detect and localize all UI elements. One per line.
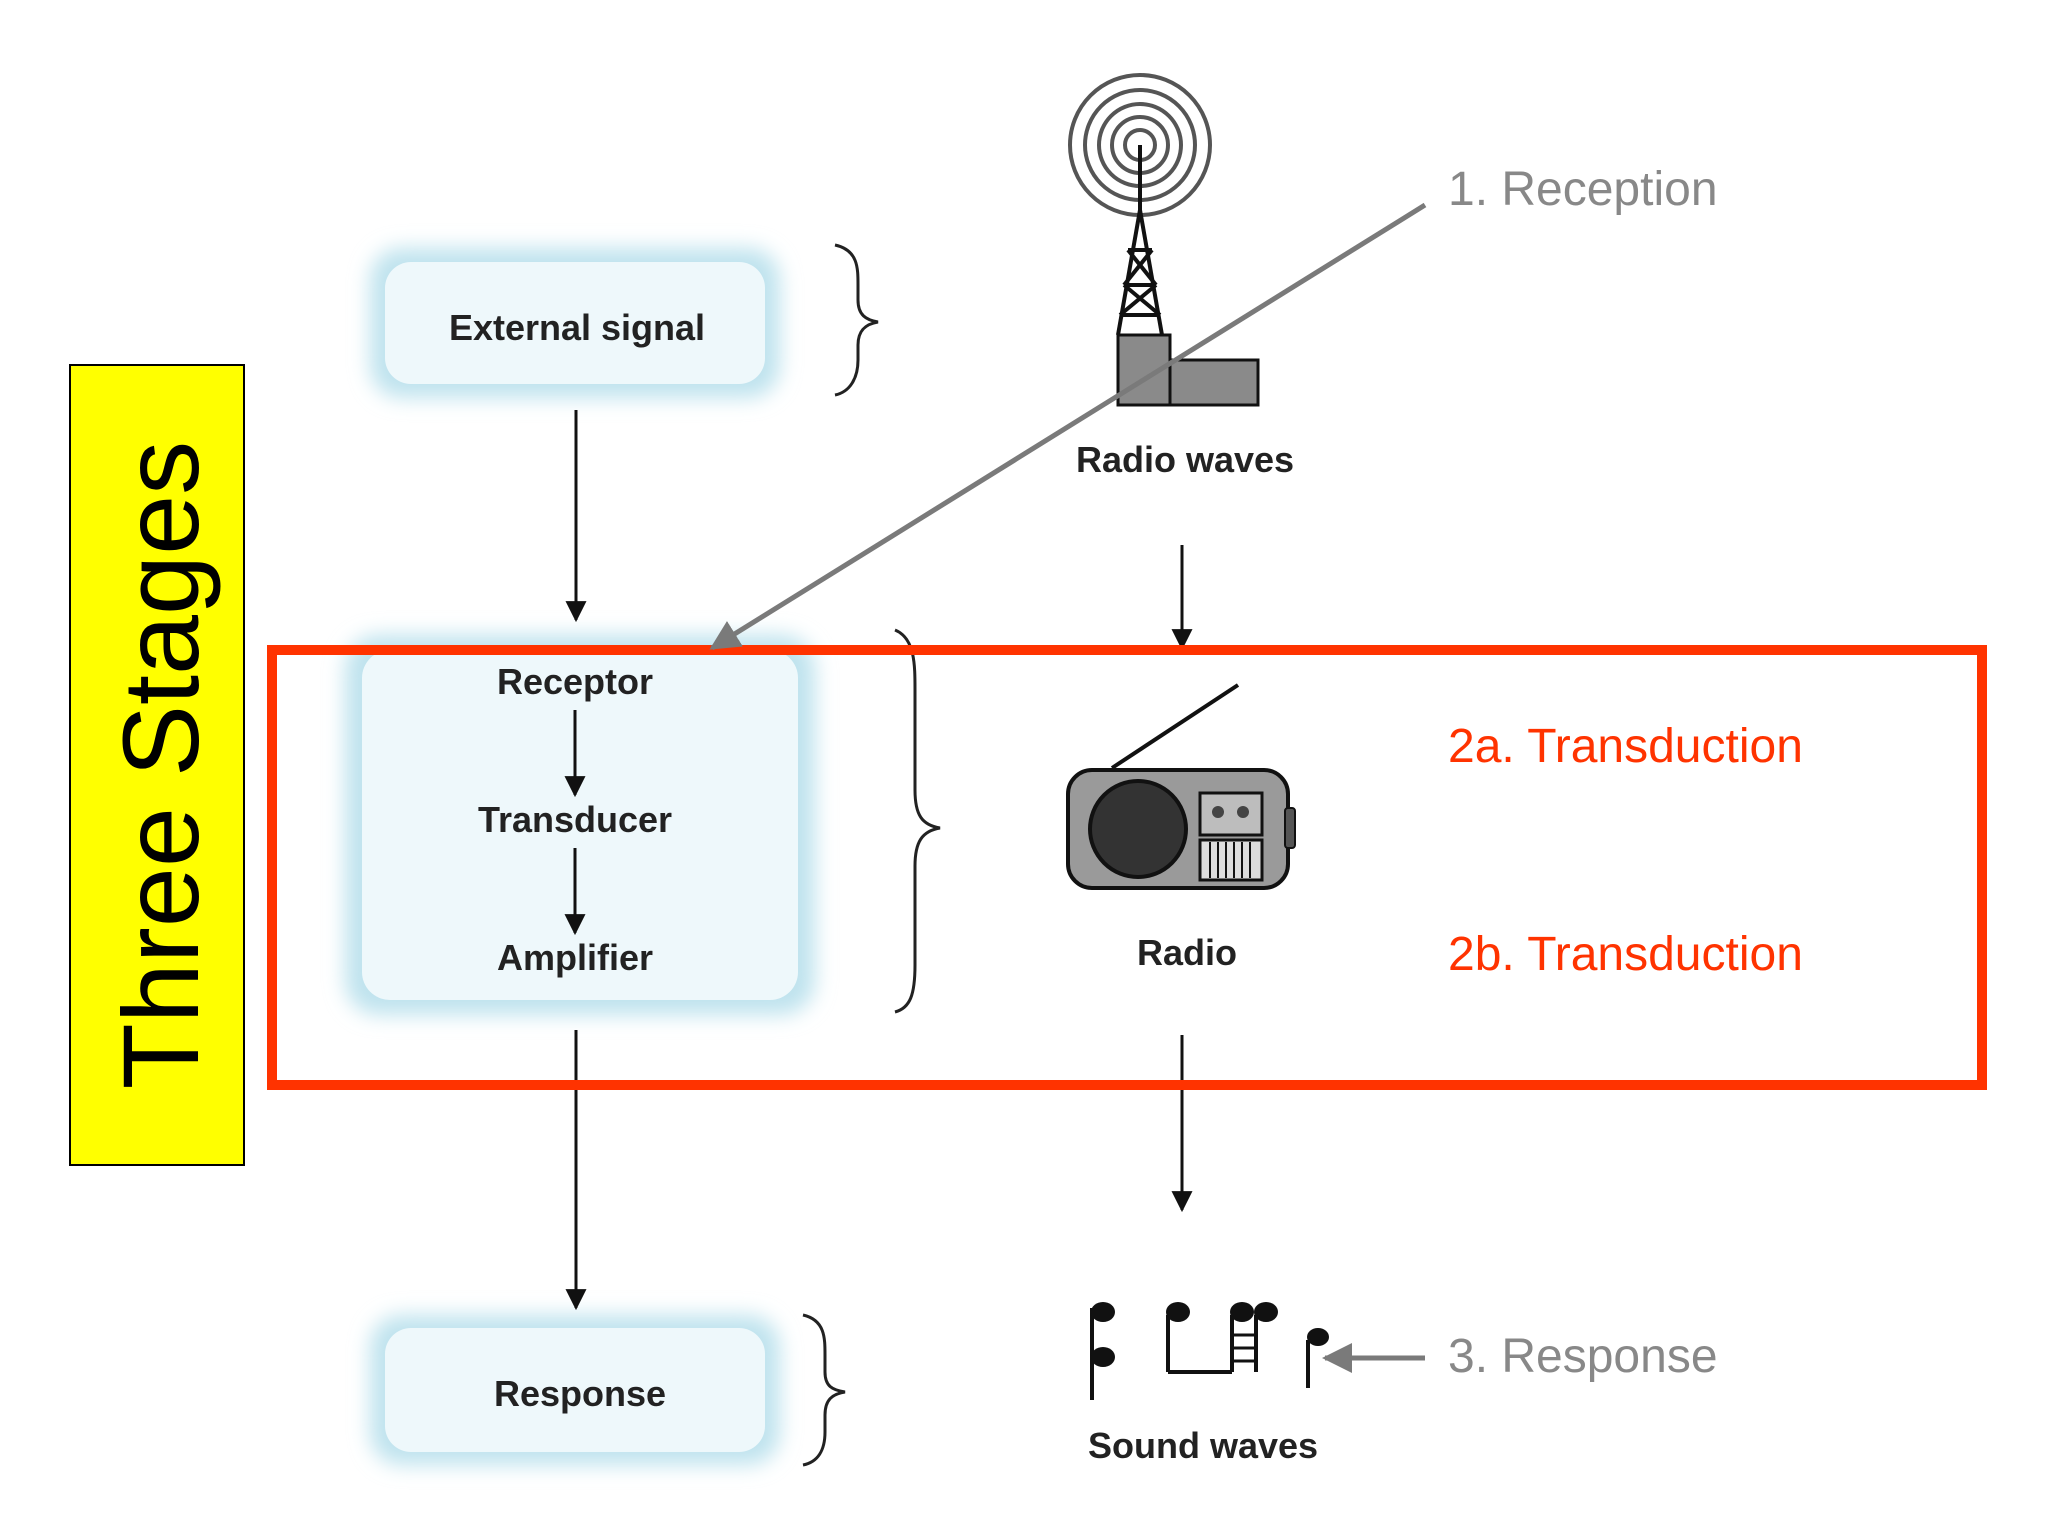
transduction-a-callout: 2a. Transduction — [1448, 720, 1803, 773]
response-node: Response — [370, 1315, 780, 1465]
external-signal-label: External signal — [449, 307, 705, 348]
brace-cell-processing — [894, 628, 941, 1014]
radio-tower-icon — [1068, 73, 1260, 407]
reception-callout: 1. Reception — [1448, 163, 1718, 216]
radio-label: Radio — [1137, 932, 1237, 973]
sound-waves-label: Sound waves — [1088, 1425, 1318, 1466]
response-label: Response — [494, 1373, 666, 1414]
three-stages-text: Three Stages — [100, 441, 221, 1089]
radio-waves-label: Radio waves — [1076, 439, 1294, 480]
radio-icon — [1066, 683, 1296, 890]
transduction-highlight-box — [267, 645, 1987, 1090]
response-callout: 3. Response — [1448, 1330, 1718, 1383]
transducer-label: Transducer — [478, 799, 672, 840]
amplifier-label: Amplifier — [497, 937, 653, 978]
receptor-label: Receptor — [497, 661, 653, 702]
brace-external-signal — [834, 243, 879, 397]
brace-response — [802, 1313, 846, 1467]
music-notes-icon — [1090, 1302, 1329, 1400]
transduction-b-callout: 2b. Transduction — [1448, 928, 1803, 981]
cell-processing-node: Receptor Transducer Amplifier — [345, 635, 815, 1015]
three-stages-label: Three Stages — [69, 364, 245, 1166]
external-signal-node: External signal — [370, 248, 780, 398]
reception-pointer-arrow — [709, 202, 1427, 651]
